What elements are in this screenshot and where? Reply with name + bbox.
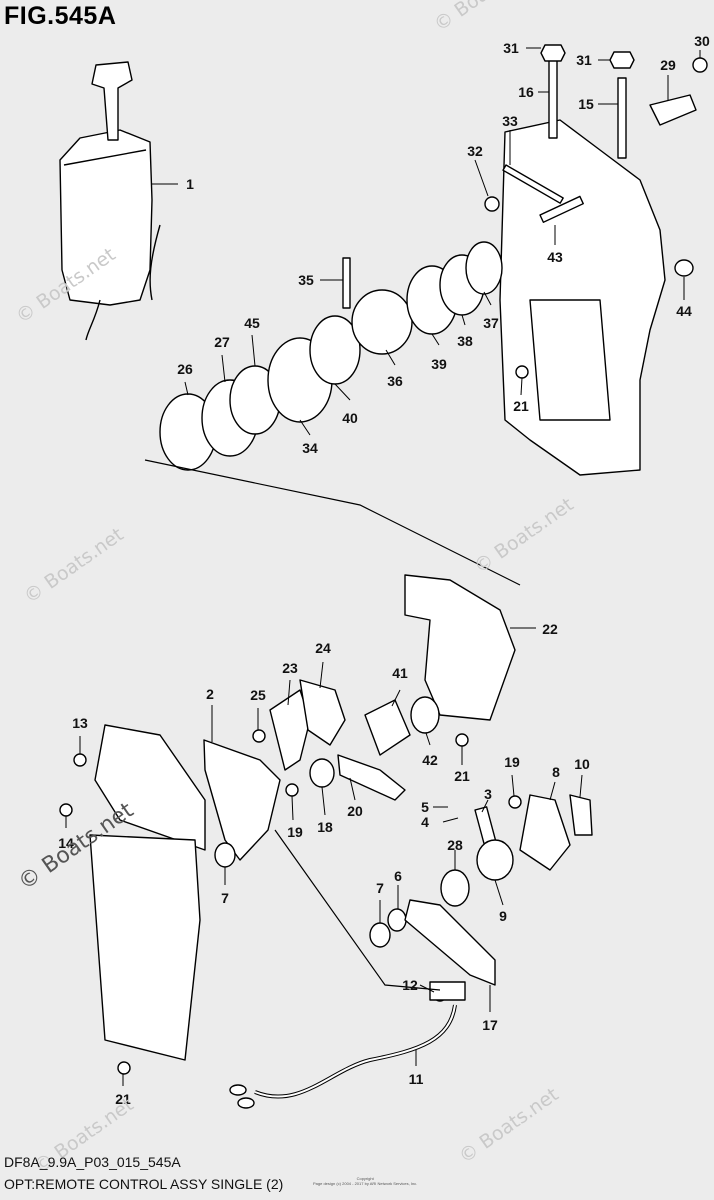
callout-34: 34: [302, 440, 318, 456]
copyright-line-1: Copyright: [356, 1176, 374, 1181]
part-screw-30: [692, 57, 708, 73]
callout-41: 41: [392, 665, 408, 681]
part-bracket-29: [649, 94, 697, 126]
callout-2: 2: [206, 686, 214, 702]
part-bracket-22: [404, 574, 516, 721]
part-mount-13: [94, 724, 206, 851]
callout-19b: 19: [504, 754, 520, 770]
callout-8: 8: [552, 764, 560, 780]
callout-32: 32: [467, 143, 483, 159]
part-washer-18: [309, 758, 335, 788]
callout-20: 20: [347, 803, 363, 819]
callout-42: 42: [422, 752, 438, 768]
callout-43: 43: [547, 249, 563, 265]
callout-36: 36: [387, 373, 403, 389]
callout-28: 28: [447, 837, 463, 853]
part-bracket-8: [519, 794, 571, 871]
callout-4: 4: [421, 814, 429, 830]
callout-40: 40: [342, 410, 358, 426]
callout-38: 38: [457, 333, 473, 349]
part-housing: [499, 119, 666, 476]
part-remote-control-box: [59, 61, 153, 341]
callout-18: 18: [317, 819, 333, 835]
callout-21a: 21: [513, 398, 529, 414]
callout-1: 1: [186, 176, 194, 192]
callout-31b: 31: [576, 52, 592, 68]
callout-17: 17: [482, 1017, 498, 1033]
callout-27: 27: [214, 334, 230, 350]
callout-25: 25: [250, 687, 266, 703]
callout-5: 5: [421, 799, 429, 815]
callout-19a: 19: [287, 824, 303, 840]
figure-title: FIG.545A: [4, 2, 117, 30]
part-pin-43: [539, 195, 584, 223]
callout-10: 10: [574, 756, 590, 772]
callout-31a: 31: [503, 40, 519, 56]
part-nut-31b: [609, 51, 635, 69]
part-gear-stack: [159, 241, 503, 471]
callout-3: 3: [484, 786, 492, 802]
callout-39: 39: [431, 356, 447, 372]
callout-14: 14: [58, 835, 74, 851]
part-bushing-42: [410, 696, 440, 734]
callout-30: 30: [694, 33, 710, 49]
part-pin-35: [342, 257, 351, 309]
callout-24: 24: [315, 640, 331, 656]
callout-23: 23: [282, 660, 298, 676]
callout-7b: 7: [376, 880, 384, 896]
copyright-notice: Copyright Page design (c) 2004 - 2017 by…: [313, 1176, 417, 1186]
callout-21c: 21: [115, 1091, 131, 1107]
callout-7a: 7: [221, 890, 229, 906]
callout-33: 33: [502, 113, 518, 129]
callout-11: 11: [408, 1071, 424, 1087]
callout-22: 22: [542, 621, 558, 637]
callout-29: 29: [660, 57, 676, 73]
diagram-code: DF8A_9.9A_P03_015_545A: [4, 1154, 181, 1170]
part-cap-44: [674, 259, 694, 277]
part-switch-12: [429, 981, 466, 1001]
part-plate-10: [569, 794, 593, 836]
callout-45: 45: [244, 315, 260, 331]
callout-35: 35: [298, 272, 314, 288]
part-stud-15: [617, 77, 627, 159]
part-cap-32: [484, 196, 500, 212]
callout-44: 44: [676, 303, 692, 319]
part-plate-23: [269, 689, 311, 771]
callout-12: 12: [402, 977, 418, 993]
callout-37: 37: [483, 315, 499, 331]
copyright-line-2: Page design (c) 2004 - 2017 by ARI Netwo…: [313, 1181, 418, 1186]
part-lever-17: [404, 899, 496, 986]
part-pin-33: [502, 164, 564, 204]
callout-13: 13: [72, 715, 88, 731]
part-stud-16: [548, 59, 558, 139]
callout-26: 26: [177, 361, 193, 377]
part-lever-20: [337, 754, 406, 801]
part-plate-2: [203, 739, 281, 861]
callout-16: 16: [518, 84, 534, 100]
part-plate-24: [299, 679, 346, 746]
part-sleeve-41: [364, 699, 411, 756]
callout-9: 9: [499, 908, 507, 924]
callout-6: 6: [394, 868, 402, 884]
part-cover-14: [89, 834, 201, 1061]
callout-15: 15: [578, 96, 594, 112]
callout-21b: 21: [454, 768, 470, 784]
part-nut-31a: [540, 44, 566, 62]
diagram-description: OPT:REMOTE CONTROL ASSY SINGLE (2): [4, 1176, 284, 1192]
